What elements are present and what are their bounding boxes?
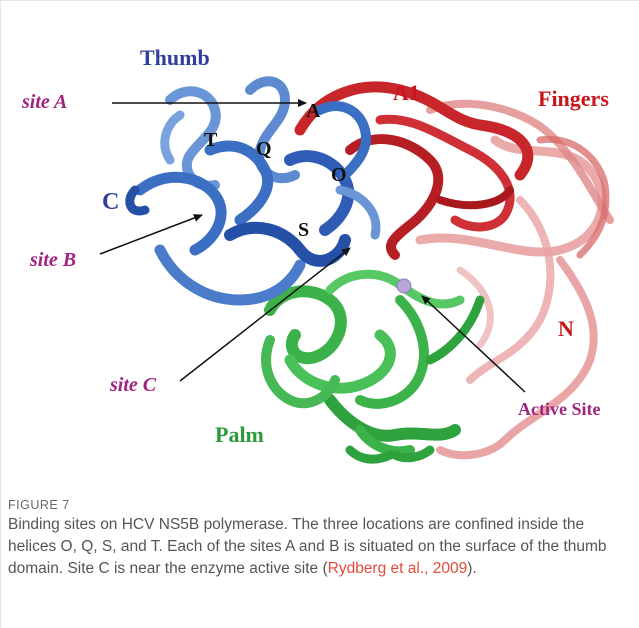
ns5b-structure-figure: Thumb Fingers Palm Λ1 site A site B site… xyxy=(0,0,639,490)
caption-text-end: ). xyxy=(467,560,476,577)
helix-s-label: S xyxy=(298,219,309,241)
active-site-label: Active Site xyxy=(518,399,600,419)
caption-text: Binding sites on HCV NS5B polymerase. Th… xyxy=(8,516,607,577)
fingers-label: Fingers xyxy=(538,86,609,111)
n-terminus-label: N xyxy=(558,316,574,341)
palm-domain-ribbons xyxy=(266,274,480,459)
helix-o-label: O xyxy=(331,164,347,186)
figure-caption: FIGURE 7 Binding sites on HCV NS5B polym… xyxy=(8,498,628,580)
active-site-sphere xyxy=(397,279,411,293)
figure-number: FIGURE 7 xyxy=(8,498,628,512)
helix-q-label: Q xyxy=(256,138,272,160)
site-b-label: site B xyxy=(29,249,76,271)
thumb-label: Thumb xyxy=(140,45,210,70)
site-c-label: site C xyxy=(109,374,157,396)
citation-link[interactable]: Rydberg et al., 2009 xyxy=(328,560,468,577)
site-b-arrow xyxy=(100,215,202,254)
thumb-domain-ribbons xyxy=(130,81,376,300)
helix-t-label: T xyxy=(204,129,218,151)
helix-a-label: A xyxy=(306,100,321,122)
c-terminus-label: C xyxy=(102,189,119,215)
palm-label: Palm xyxy=(215,422,264,447)
caption-body: Binding sites on HCV NS5B polymerase. Th… xyxy=(8,514,628,580)
lambda1-label: Λ1 xyxy=(393,80,420,105)
site-a-label: site A xyxy=(21,91,67,113)
